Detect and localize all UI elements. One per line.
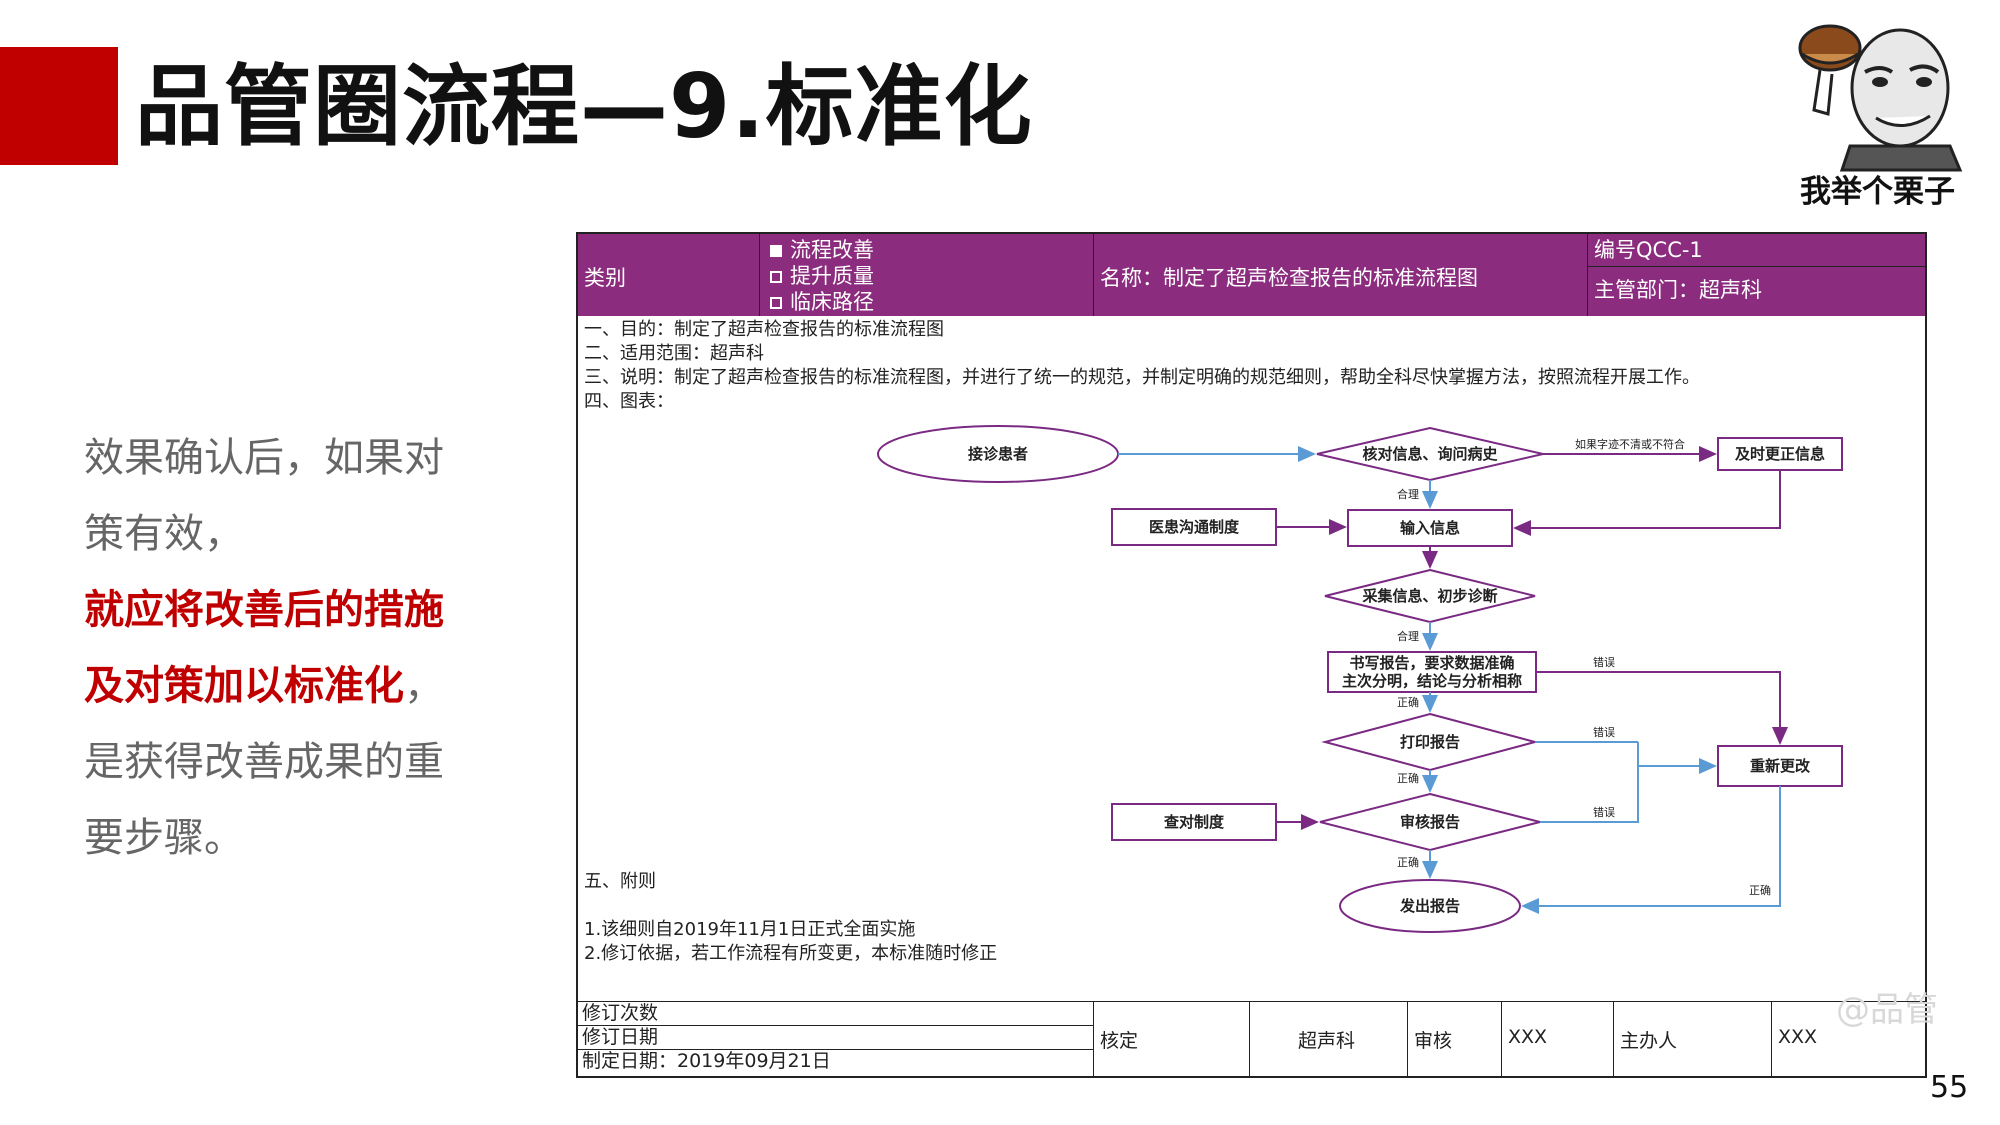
node-issue: [1339, 879, 1521, 933]
label-ok1: 合理: [1397, 487, 1419, 501]
header-options-cell: 流程改善 提升质量 临床路径: [760, 234, 1094, 316]
label-err2: 错误: [1593, 725, 1615, 739]
checkbox-icon: [770, 297, 782, 309]
organizer-value: XXX: [1778, 1026, 1818, 1048]
footer-verify-value-cell: 超声科: [1250, 1002, 1408, 1076]
document-header: 类别 流程改善 提升质量 临床路径 名称：制定了超声检查报告的标准流程图 编号Q…: [578, 234, 1925, 316]
organizer-label: 主办人: [1620, 1030, 1678, 1052]
footer-organizer-label-cell: 主办人: [1614, 1002, 1772, 1076]
node-input-info: [1347, 509, 1513, 547]
arrow-review-to-redo: [1540, 766, 1639, 823]
label-review-report: 审核报告: [1400, 813, 1460, 831]
label-correct4: 正确: [1749, 884, 1771, 897]
footer-review-label-cell: 审核: [1408, 1002, 1502, 1076]
page-number: 55: [1930, 1070, 1969, 1105]
left-text-line: 效果确认后，如果对: [84, 435, 444, 481]
revision-date: 修订日期: [578, 1026, 1093, 1050]
left-text-comma: ，: [404, 663, 444, 709]
label-input-info: 输入信息: [1400, 519, 1460, 537]
node-communication: [1111, 508, 1277, 546]
arrow-write-to-redo: [1536, 671, 1788, 745]
department: 主管部门：超声科: [1594, 278, 1762, 302]
body-scope: 二、适用范围：超声科: [584, 343, 764, 364]
left-text-line: 是获得改善成果的重: [84, 739, 444, 785]
label-correct-info: 及时更正信息: [1735, 445, 1825, 463]
option-process-improvement: 流程改善: [770, 234, 874, 264]
header-code-cell: 编号QCC-1 主管部门：超声科: [1588, 234, 1925, 316]
annex-title: 五、附则: [584, 871, 656, 892]
label-mismatch: 如果字迹不清或不符合: [1575, 437, 1685, 451]
title-accent-block: [0, 47, 118, 165]
verify-label: 核定: [1100, 1030, 1139, 1052]
left-text-highlight: 就应将改善后的措施: [84, 587, 444, 633]
arrow-redo-to-issue: [1521, 786, 1781, 914]
label-communication: 医患沟通制度: [1149, 518, 1240, 536]
footer-organizer-value-cell: XXX: [1772, 1002, 1925, 1076]
document-body: 一、目的：制定了超声检查报告的标准流程图 二、适用范围：超声科 三、说明：制定了…: [584, 318, 1700, 414]
label-correct3: 正确: [1397, 856, 1419, 869]
review-value: XXX: [1508, 1026, 1548, 1048]
footer-revision-cell: 修订次数 修订日期 制定日期：2019年09月21日: [578, 1002, 1094, 1076]
created-date: 制定日期：2019年09月21日: [582, 1050, 831, 1072]
document-footer: 修订次数 修订日期 制定日期：2019年09月21日 核定 超声科 审核 XXX…: [578, 1001, 1925, 1076]
footer-verify-label-cell: 核定: [1094, 1002, 1250, 1076]
label-check-system: 查对制度: [1164, 813, 1225, 831]
face-icon: [1850, 28, 1950, 148]
review-label: 审核: [1414, 1030, 1453, 1052]
label-receive: 接诊患者: [968, 445, 1028, 463]
label-correct1: 正确: [1397, 696, 1419, 709]
slide-title: 品管圈流程—9.标准化: [135, 55, 1033, 158]
checkbox-icon: [770, 245, 782, 257]
report-flowchart: 接诊患者 核对信息、询问病史 及时更正信息 医患沟通制度 输入信息 采集信息、初…: [877, 425, 1843, 933]
body-chart-heading: 四、图表：: [584, 391, 674, 412]
body-description: 三、说明：制定了超声检查报告的标准流程图，并进行了统一的规范，并制定明确的规范细…: [584, 367, 1700, 388]
meme-chestnut-illustration: [1798, 24, 1963, 172]
checkbox-icon: [770, 271, 782, 283]
label-print: 打印报告: [1400, 733, 1460, 751]
node-correct-info: [1717, 437, 1843, 471]
watermark: @品管: [1836, 990, 1938, 1030]
category-label: 类别: [584, 266, 626, 290]
document-name: 名称：制定了超声检查报告的标准流程图: [1100, 266, 1478, 290]
footer-review-value-cell: XXX: [1502, 1002, 1614, 1076]
revision-count: 修订次数: [578, 1002, 1093, 1026]
label-collect: 采集信息、初步诊断: [1361, 587, 1497, 605]
label-issue: 发出报告: [1399, 897, 1460, 915]
annex-item-1: 1.该细则自2019年11月1日正式全面实施: [584, 919, 916, 940]
document-annex: 五、附则 1.该细则自2019年11月1日正式全面实施 2.修订依据，若工作流程…: [584, 870, 997, 966]
verify-value: 超声科: [1298, 1030, 1356, 1052]
arrow-print-to-redo-b: [1637, 742, 1717, 774]
header-category-cell: 类别: [578, 234, 760, 316]
label-check-info: 核对信息、询问病史: [1362, 445, 1498, 463]
option-clinical-path: 临床路径: [770, 286, 874, 316]
left-explanation: 效果确认后，如果对 策有效， 就应将改善后的措施 及对策加以标准化， 是获得改善…: [84, 420, 484, 876]
label-write-report-1: 书写报告，要求数据准确: [1349, 654, 1514, 672]
label-err1: 错误: [1593, 655, 1615, 669]
label-err3: 错误: [1593, 805, 1615, 819]
left-text-line: 策有效，: [84, 511, 244, 557]
body-purpose: 一、目的：制定了超声检查报告的标准流程图: [584, 319, 944, 340]
arrow-correct-to-input: [1513, 470, 1781, 536]
annex-item-2: 2.修订依据，若工作流程有所变更，本标准随时修正: [584, 943, 998, 964]
label-redo: 重新更改: [1750, 757, 1811, 775]
left-text-line: 要步骤。: [84, 815, 244, 861]
standard-document: 类别 流程改善 提升质量 临床路径 名称：制定了超声检查报告的标准流程图 编号Q…: [576, 232, 1927, 1078]
document-code: 编号QCC-1: [1594, 238, 1703, 262]
label-correct2: 正确: [1397, 772, 1419, 785]
label-ok2: 合理: [1397, 629, 1419, 643]
header-name-cell: 名称：制定了超声检查报告的标准流程图: [1094, 234, 1588, 316]
meme-caption: 我举个栗子: [1800, 174, 1955, 210]
left-text-highlight: 及对策加以标准化: [84, 663, 404, 709]
option-quality: 提升质量: [770, 260, 874, 290]
label-write-report-2: 主次分明，结论与分析相称: [1342, 672, 1522, 690]
